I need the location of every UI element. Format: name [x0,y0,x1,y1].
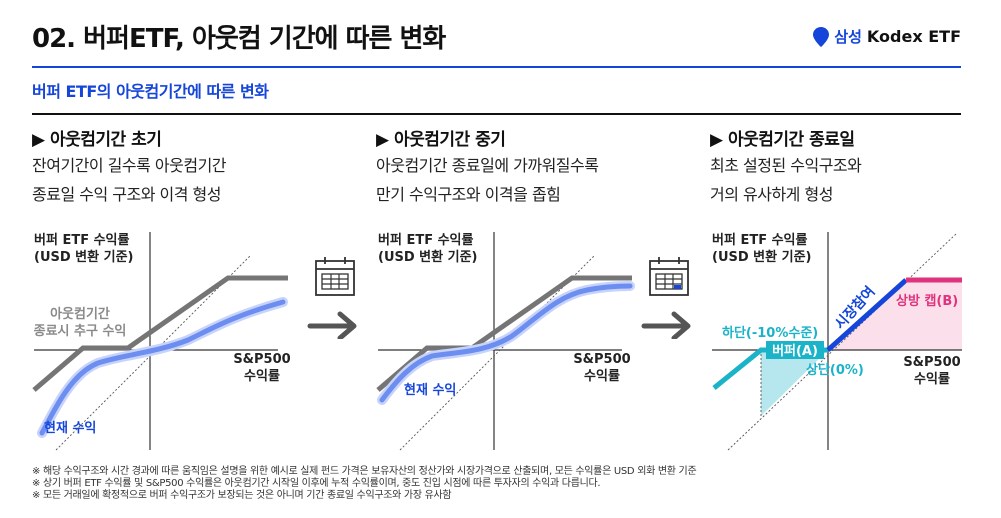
divider-black [32,113,961,115]
arrow-right-icon [641,311,691,339]
current-return-line [379,283,633,403]
page-title: 02. 버퍼ETF, 아웃컴 기간에 따른 변화 [32,24,446,54]
lower-bound-label: 하단(-10%수준) [722,325,818,341]
column-heading-mid: ▶ 아웃컴기간 중기 [376,130,506,150]
column-desc-early: 잔여기간이 길수록 아웃컴기간 종료일 수익 구조와 이격 형성 [32,151,227,209]
outcome-payoff-line [32,275,288,392]
outcome-payoff-label: 종료시 추구 수익 [34,323,127,339]
payoff-diagram-mid: 버퍼 ETF 수익률 (USD 변환 기준) S&P500 수익률 현재 수익 [376,232,635,451]
calendar-icon [315,257,355,296]
outcome-payoff-label: 아웃컴기간 [50,306,110,322]
column-heading-end: ▶ 아웃컴기간 종료일 [710,130,855,150]
desc-line: 아웃컴기간 종료일에 가까워질수록 [376,156,599,175]
brand-samsung: 삼성 [834,28,862,46]
x-axis-label: 수익률 [914,371,950,387]
desc-line: 최초 설정된 수익구조와 [710,156,862,175]
reference-diagonal [727,233,957,451]
upside-cap-label: 상방 캡(B) [896,293,958,309]
column-desc-end: 최초 설정된 수익구조와 거의 유사하게 형성 [710,151,862,209]
brand-logo: 삼성 Kodex ETF [813,26,961,47]
current-return-line [39,299,286,436]
reference-diagonal [399,255,595,451]
desc-line: 만기 수익구조와 이격을 좁힘 [376,185,561,204]
y-axis-label: (USD 변환 기준) [378,249,478,265]
upper-bound-label: 상단(0%) [806,362,864,378]
footnote: ※ 상기 버퍼 ETF 수익률 및 S&P500 수익률은 아웃컴기간 시작일 … [32,478,601,489]
calendar-icon [649,257,689,296]
column-desc-mid: 아웃컴기간 종료일에 가까워질수록 만기 수익구조와 이격을 좁힘 [376,151,599,209]
buffer-label: 버퍼(A) [772,343,818,359]
x-axis-label: 수익률 [244,368,280,384]
divider-blue [32,66,961,68]
current-return-label: 현재 수익 [44,420,96,436]
footnote: ※ 모든 거래일에 확정적으로 버퍼 수익구조가 보장되는 것은 아니며 기간 … [32,490,452,501]
upside-zone [828,280,962,350]
current-return-label: 현재 수익 [404,382,456,398]
x-axis-label: S&P500 [573,352,630,367]
buffer-tag [766,341,824,359]
y-axis-label: (USD 변환 기준) [34,249,134,265]
y-axis-label: 버퍼 ETF 수익률 [378,232,474,248]
buffer-zone [761,350,828,416]
desc-line: 종료일 수익 구조와 이격 형성 [32,185,221,204]
transition-2 [641,257,691,339]
desc-line: 잔여기간이 길수록 아웃컴기간 [32,156,227,175]
location-pin-icon [813,26,830,47]
x-axis-label: 수익률 [584,368,620,384]
footnote: ※ 해당 수익구조와 시간 경과에 따른 움직임은 설명을 위한 예시로 실제 … [32,466,697,477]
arrow-right-icon [307,311,357,339]
y-axis-label: 버퍼 ETF 수익률 [34,232,130,248]
brand-kodex: Kodex ETF [866,27,961,46]
x-axis-label: S&P500 [903,355,960,370]
y-axis-label: 버퍼 ETF 수익률 [712,232,808,248]
participation-line [826,278,908,352]
transition-1 [307,257,357,339]
y-axis-label: (USD 변환 기준) [712,249,812,265]
column-heading-early: ▶ 아웃컴기간 초기 [32,130,162,150]
desc-line: 거의 유사하게 형성 [710,185,833,204]
payoff-diagram-early: 버퍼 ETF 수익률 (USD 변환 기준) S&P500 수익률 아웃컴기간 … [32,232,291,451]
x-axis-label: S&P500 [233,352,290,367]
payoff-diagram-end: 버퍼(A) 버퍼 ETF 수익률 (USD 변환 기준) S&P500 수익률 … [712,232,962,451]
section-subtitle: 버퍼 ETF의 아웃컴기간에 따른 변화 [32,82,269,101]
